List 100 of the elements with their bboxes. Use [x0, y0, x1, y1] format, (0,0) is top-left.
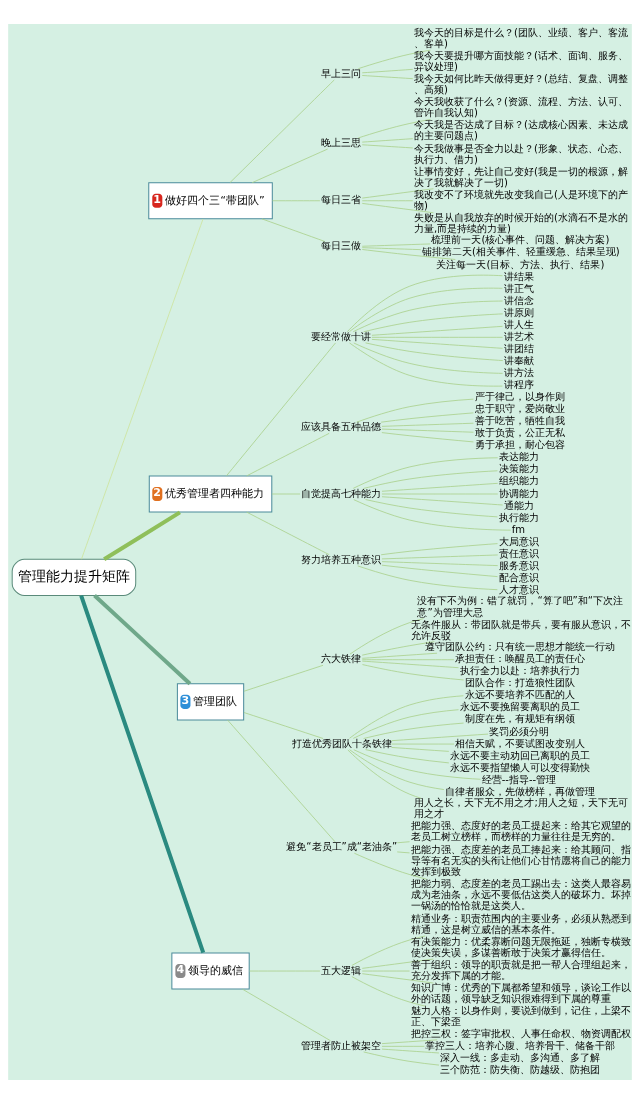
node-text: 避免“老员工”成“老油条” — [286, 840, 398, 852]
node-text: 把能力强、态度好的老员工提起来：给其它观望的老员工树立榜样，而榜样的力量往往是无穷的。 — [410, 819, 631, 842]
connector — [79, 594, 206, 953]
connector — [357, 565, 498, 590]
node-text: 我今天要提升哪方面技能？(话术、面询、服务、异议处理) — [413, 49, 628, 72]
node-text: 严于律己，以身作则 — [474, 390, 565, 402]
node-text: 精通业务：职责范围内的主要业务，必须从熟悉到精通，这是树立威信的基本条件。 — [410, 912, 631, 935]
node-text: 有决策能力：优柔寡断问题无限拖延，独断专横致使决策失误，多谋善断敢于决策才赢得信任。 — [410, 935, 631, 958]
node-box: 4 领导的威信 — [171, 951, 250, 990]
connector — [361, 137, 414, 142]
connector — [363, 722, 464, 739]
node-text: 承担责任：唤醒员工的责任心 — [455, 652, 586, 664]
connector — [353, 852, 427, 880]
connector — [271, 493, 301, 494]
node-text: 勇于承担，耐心包容 — [474, 438, 565, 450]
node-text: 把能力强、态度差的老员工捧起来：给其顾问、指导等有名无实的头衔让他们心甘情愿将自己的能力发挥到极致 — [410, 843, 631, 877]
connector — [371, 336, 503, 338]
connector — [361, 243, 431, 247]
node-text: 自律者服众，先做榜样，再做管理 — [445, 785, 596, 797]
node-text: 我改变不了环境就先改变我自己(人是环境下的产物) — [413, 188, 628, 211]
node-text: 讲正气 — [503, 282, 534, 294]
node-text: 用人之长，天下无不用之才;用人之短，天下无可用之才 — [414, 796, 628, 819]
node-text: 早上三问 — [321, 67, 361, 79]
connector — [361, 246, 422, 250]
connector — [380, 411, 474, 423]
connector — [381, 422, 474, 427]
connector — [396, 840, 410, 843]
node-text: 通能力 — [503, 499, 534, 511]
connector — [381, 495, 504, 505]
node-text: 把控三权：签字审批权、人事任命权、物资调配权 — [410, 1027, 631, 1039]
connector — [381, 560, 499, 566]
node-text: 把能力弱、态度差的老员工踢出去：这类人最容易成为老油条，永远不要低估这类人的破坏力。坏掉一锅汤的恰恰就是这类人。 — [410, 877, 631, 911]
node-text: 铺排第二天(相关事件、轻重缓急、结果呈现) — [421, 245, 620, 257]
connector — [347, 749, 422, 799]
node-text: 掌控三人：培养心腹、培养骨干、储备干部 — [425, 1039, 616, 1051]
connector — [361, 658, 455, 660]
node-text: 讲原则 — [503, 306, 534, 318]
node-text: 没有下不为例：错了就罚，“算了吧”和“下次注意”为管理大忌 — [417, 594, 624, 618]
connector — [352, 456, 499, 489]
connector — [81, 218, 204, 560]
connector — [357, 49, 431, 69]
node-text: 组织能力 — [498, 474, 539, 486]
node-text: 自觉提高七种能力 — [301, 487, 382, 499]
connector — [349, 617, 424, 654]
connector — [381, 554, 499, 559]
node-text: 善于组织：领导的职责就是把一帮人合理组起来，充分发挥下属的才能。 — [410, 958, 631, 981]
connector — [227, 719, 336, 842]
connector — [246, 511, 330, 555]
connector — [381, 1045, 425, 1047]
connector — [242, 988, 331, 1041]
node-text: 知识广博：优秀的下属都希望和领导，谈论工作以外的话题，领导缺乏知识很难得到下属的尊重 — [410, 981, 631, 1004]
node-text: 配合意识 — [498, 571, 539, 583]
node-text: 永远不要主动劝回已离职的员工 — [450, 749, 591, 761]
node-text: 讲方法 — [503, 366, 534, 378]
connector — [371, 325, 503, 336]
node-text: 讲团结 — [503, 342, 534, 354]
node-text: 相信天赋，不要试图改变别人 — [455, 737, 586, 749]
connector — [391, 743, 455, 744]
connector — [391, 733, 489, 741]
connector — [365, 748, 450, 763]
connector — [381, 564, 498, 577]
node-text: 梳理前一天(核心事件、问题、解决方案) — [431, 233, 610, 245]
connector — [365, 498, 498, 517]
connector — [352, 300, 503, 332]
node-text: 今天我收获了什么？(资源、流程、方法、认可、管许自我认知) — [413, 95, 628, 118]
connector — [229, 79, 335, 183]
node-text: 让事情变好，先让自己变好(我是一切的根源，解决了我就解决了一切) — [413, 165, 628, 188]
node-text: 每日三做 — [321, 239, 361, 251]
node-text: 决策能力 — [498, 462, 539, 474]
connector — [357, 118, 431, 138]
node-text: 今天我是否达成了目标？(达成核心因素、未达成的主要问题点) — [413, 118, 628, 141]
connector — [361, 972, 434, 983]
connector — [351, 935, 426, 966]
node-text: 大局意识 — [498, 535, 539, 547]
node-text: 失败是从自我放弃的时候开始的(水滴石不是水的力量,而是持续的力量) — [413, 211, 628, 234]
node-text: 善于吃苦，牺牲自我 — [474, 414, 565, 426]
node-text: 讲程序 — [503, 378, 534, 390]
connector — [226, 342, 336, 476]
connector — [361, 68, 414, 73]
connector — [371, 338, 503, 349]
node-text: 表达能力 — [498, 450, 539, 462]
connector — [352, 708, 459, 739]
connector — [361, 199, 414, 201]
node-text: 关注每一天(目标、方法、执行、结果) — [436, 258, 605, 270]
node-text: 永远不要指望懒人可以变得勤快 — [450, 761, 591, 773]
node-box: 管理能力提升矩阵 — [11, 558, 137, 596]
connector — [363, 312, 504, 332]
node-text: 责任意识 — [498, 547, 539, 559]
node-text: 打造优秀团队十条铁律 — [291, 737, 392, 749]
connector — [396, 851, 410, 853]
node-text: fm — [511, 523, 526, 535]
node-text: 忠于职守，爱岗敬业 — [474, 402, 565, 414]
node-text: 六大铁律 — [321, 652, 361, 664]
connector — [356, 398, 474, 423]
node-text: 我今天如何比昨天做得更好？(总结、复盘、调整、高频) — [413, 72, 628, 95]
connector — [349, 342, 503, 387]
connector — [349, 694, 464, 739]
node-text: 讲人生 — [503, 318, 534, 330]
connector — [361, 202, 434, 213]
connector — [246, 432, 330, 476]
